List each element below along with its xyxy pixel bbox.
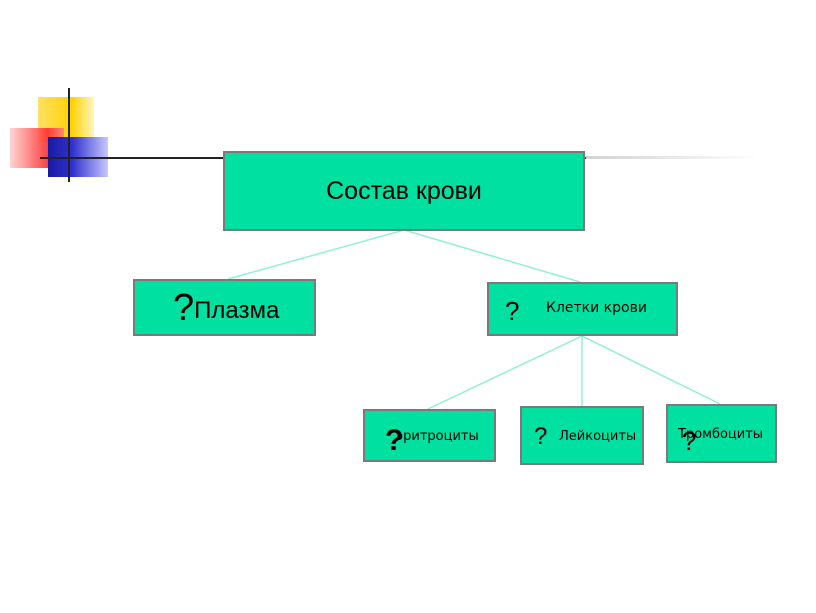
decor-fade-line — [580, 156, 760, 159]
cells-label: Клетки крови — [546, 300, 647, 316]
erythrocytes-question-mark: ? — [385, 424, 404, 457]
platelets-label: Тромбоциты — [678, 427, 764, 442]
root-label: Состав крови — [326, 176, 482, 205]
erythrocytes-node: ? эритроциты — [363, 409, 496, 462]
connector-cells-erythrocytes — [427, 335, 583, 410]
connector-cells-platelets — [581, 335, 721, 405]
leukocytes-label: Лейкоциты — [559, 429, 637, 444]
platelets-node: Тромбоциты ? — [666, 404, 777, 463]
root-node: Состав крови — [223, 151, 585, 231]
cells-node: ? Клетки крови — [487, 282, 678, 336]
plasma-node: ? Плазма — [133, 279, 316, 336]
connector-root-cells — [403, 229, 581, 283]
leukocytes-node: ? Лейкоциты — [520, 406, 644, 465]
decor-horizontal-line — [40, 157, 230, 159]
erythrocytes-label: эритроциты — [396, 429, 479, 444]
plasma-label: Плазма — [194, 296, 280, 324]
plasma-question-mark: ? — [173, 286, 195, 329]
cells-question-mark: ? — [505, 296, 520, 326]
platelets-question-mark: ? — [682, 426, 697, 456]
leukocytes-question-mark: ? — [534, 423, 548, 450]
decor-vertical-line — [68, 88, 70, 182]
connector-root-plasma — [227, 229, 405, 280]
